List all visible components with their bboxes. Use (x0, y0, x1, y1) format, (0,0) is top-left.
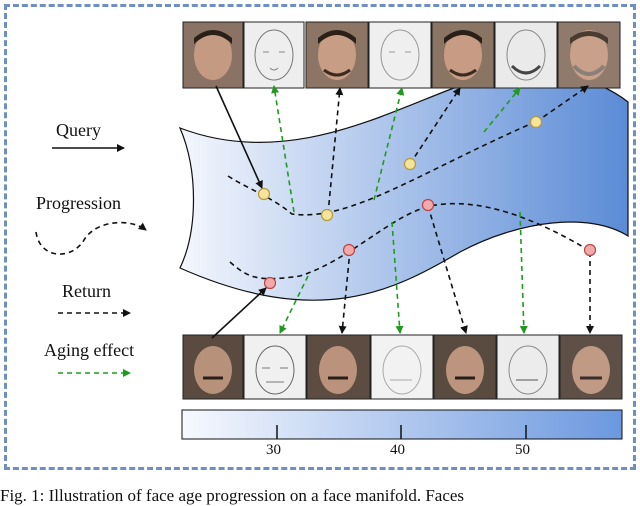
return-node (263, 276, 277, 290)
edge-map-icon (506, 29, 546, 81)
query-node (403, 157, 417, 171)
figure-caption: Fig. 1: Illustration of face age progres… (0, 486, 465, 505)
aging-arrow (391, 221, 404, 334)
return-arrow (338, 249, 351, 334)
bottom-face-strip (182, 334, 623, 400)
legend-aging-label: Aging effect (44, 340, 135, 360)
query-node (529, 115, 543, 129)
colorbar-tick-label: 40 (390, 442, 405, 458)
face-photo-icon (194, 346, 232, 394)
return-arrow (427, 205, 468, 334)
aging-arrow (373, 87, 405, 201)
legend-progression-curve (35, 221, 147, 255)
query-arrow-top (215, 85, 263, 189)
edge-map-icon (380, 29, 420, 81)
query-node (257, 187, 271, 201)
aging-arrow (271, 85, 295, 213)
age-colorbar (181, 409, 623, 440)
edge-map-icon (254, 29, 294, 81)
edge-map-icon (382, 345, 422, 395)
top-face-strip (182, 21, 621, 89)
return-node (421, 198, 435, 212)
legend-progression-label: Progression (36, 193, 121, 213)
face-photo-icon (319, 346, 357, 394)
aging-arrow (483, 87, 521, 133)
face-photo-icon (570, 30, 608, 80)
face-photo-icon (446, 346, 484, 394)
colorbar-tick-label: 30 (266, 442, 281, 458)
legend-query-label: Query (56, 120, 101, 140)
query-arrow-bottom (211, 287, 267, 339)
face-photo-icon (572, 346, 610, 394)
return-node (342, 243, 356, 257)
return-arrow (409, 87, 461, 165)
edge-map-icon (508, 345, 548, 395)
face-photo-icon (194, 30, 232, 80)
figure-frame (4, 4, 636, 470)
face-manifold (178, 71, 629, 301)
return-arrow (327, 87, 344, 215)
legend-return-label: Return (62, 281, 111, 301)
progression-curve-upper (227, 121, 536, 216)
return-node (583, 243, 597, 257)
aging-arrow (279, 275, 309, 334)
colorbar-tick-label: 50 (515, 442, 530, 458)
query-node (320, 208, 334, 222)
progression-curve-lower (229, 202, 586, 280)
face-photo-icon (318, 30, 356, 80)
aging-arrow (519, 211, 528, 334)
face-photo-icon (444, 30, 482, 80)
return-arrow (535, 85, 589, 123)
edge-map-icon (255, 345, 295, 395)
